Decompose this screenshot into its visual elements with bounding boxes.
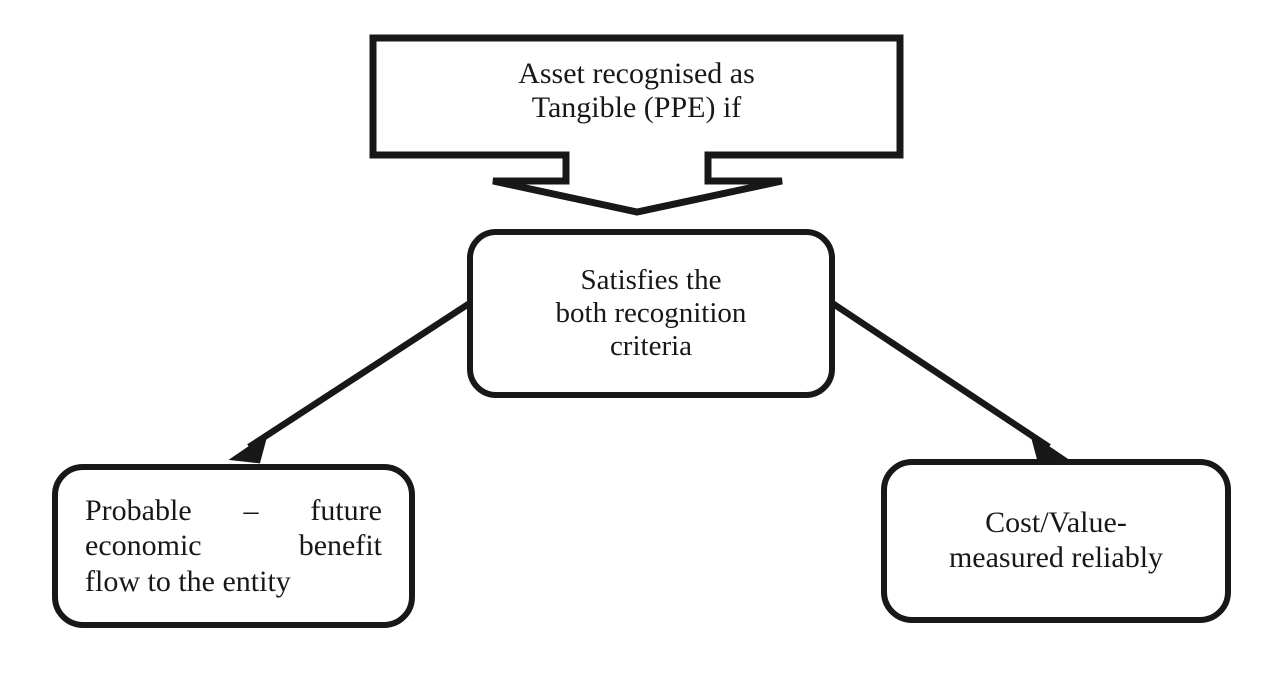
node-bottom-left-outline <box>52 464 415 628</box>
connector-middle-to-bottom-right <box>830 300 1070 464</box>
node-middle-outline <box>467 229 835 398</box>
connector-middle-to-bottom-left <box>228 300 472 464</box>
arrowhead-left <box>228 433 269 464</box>
arrowhead-right <box>1029 433 1070 464</box>
node-bottom-right-outline <box>881 459 1231 623</box>
node-top-outline <box>369 34 904 216</box>
